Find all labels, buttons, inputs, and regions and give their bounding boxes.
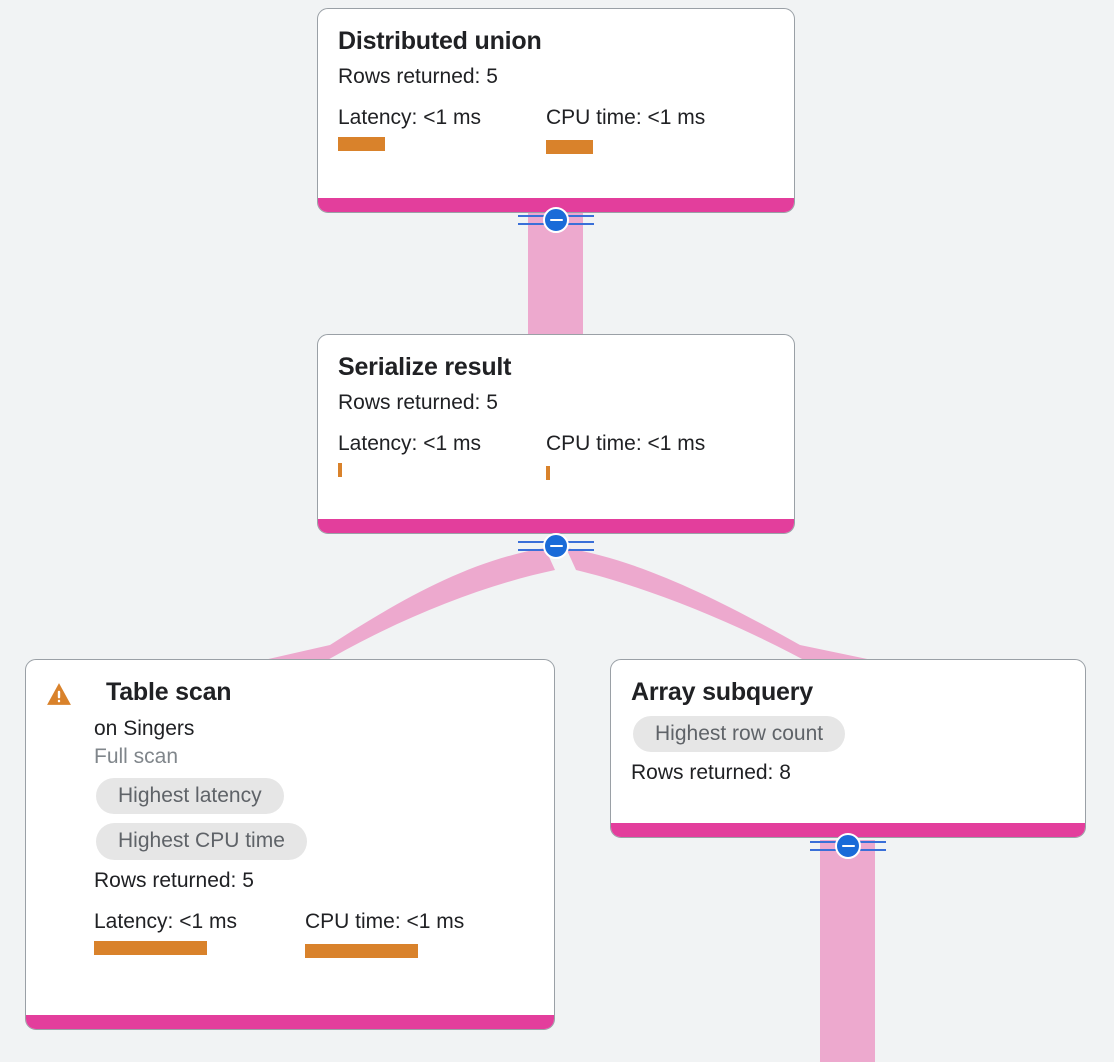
cpu-time-bar <box>546 140 593 155</box>
metrics-row: Latency: <1 ms CPU time: <1 ms <box>338 105 774 155</box>
node-header: Array subquery <box>631 678 1065 707</box>
node-table-scan[interactable]: Table scan on Singers Full scan Highest … <box>25 659 555 1030</box>
latency-label: Latency: <1 ms <box>338 105 481 129</box>
badge-highest-row-count: Highest row count <box>633 715 846 752</box>
node-header: Distributed union <box>338 27 774 56</box>
edge-arraysubquery-to-child <box>820 840 875 1062</box>
badge-highest-cpu-time: Highest CPU time <box>96 823 307 860</box>
node-header: Table scan <box>46 678 534 707</box>
minus-circle-icon <box>835 833 861 859</box>
minus-circle-icon <box>543 207 569 233</box>
rows-returned: Rows returned: 5 <box>338 64 498 88</box>
node-accent-bar <box>611 823 1085 837</box>
latency-metric: Latency: <1 ms <box>94 909 305 958</box>
badge-highest-latency: Highest latency <box>96 778 284 815</box>
cpu-time-metric: CPU time: <1 ms <box>305 909 464 958</box>
cpu-time-label: CPU time: <1 ms <box>305 909 465 933</box>
rows-returned: Rows returned: 8 <box>631 761 791 784</box>
scan-target: on Singers <box>94 716 195 740</box>
toggle-distributed-union[interactable] <box>518 205 594 235</box>
latency-label: Latency: <1 ms <box>94 909 237 933</box>
node-body: Distributed union Rows returned: 5 Laten… <box>318 9 794 198</box>
node-distributed-union[interactable]: Distributed union Rows returned: 5 Laten… <box>317 8 795 213</box>
minus-circle-icon <box>543 533 569 559</box>
latency-metric: Latency: <1 ms <box>338 431 546 480</box>
cpu-time-bar <box>305 944 418 958</box>
node-accent-bar <box>26 1015 554 1029</box>
badge-list: Highest row count <box>631 715 1065 752</box>
toggle-serialize-result[interactable] <box>518 531 594 561</box>
cpu-time-bar <box>546 466 550 481</box>
node-header: Serialize result <box>338 353 774 382</box>
scan-type: Full scan <box>94 744 179 768</box>
metrics-row: Latency: <1 ms CPU time: <1 ms <box>94 909 534 958</box>
node-body: Table scan on Singers Full scan Highest … <box>26 660 554 1015</box>
rows-returned: Rows returned: 5 <box>338 390 498 414</box>
node-title: Distributed union <box>338 27 542 55</box>
node-title: Array subquery <box>631 678 813 706</box>
metrics-row: Latency: <1 ms CPU time: <1 ms <box>338 431 774 481</box>
rows-returned: Rows returned: 5 <box>94 868 254 892</box>
cpu-time-metric: CPU time: <1 ms <box>546 431 706 481</box>
latency-bar <box>338 137 385 152</box>
node-accent-bar <box>318 198 794 212</box>
latency-bar <box>94 941 207 955</box>
node-array-subquery[interactable]: Array subquery Highest row count Rows re… <box>610 659 1086 838</box>
latency-bar <box>338 463 342 478</box>
node-accent-bar <box>318 519 794 533</box>
cpu-time-label: CPU time: <1 ms <box>546 105 706 129</box>
latency-label: Latency: <1 ms <box>338 431 481 455</box>
cpu-time-label: CPU time: <1 ms <box>546 431 706 455</box>
cpu-time-metric: CPU time: <1 ms <box>546 105 706 155</box>
node-title: Table scan <box>106 678 232 706</box>
badge-list: Highest latency Highest CPU time <box>94 778 534 860</box>
node-body: Serialize result Rows returned: 5 Latenc… <box>318 335 794 519</box>
node-title: Serialize result <box>338 353 512 381</box>
latency-metric: Latency: <1 ms <box>338 105 546 154</box>
warning-triangle-icon <box>47 683 71 705</box>
toggle-array-subquery[interactable] <box>810 831 886 861</box>
node-body: Array subquery Highest row count Rows re… <box>611 660 1085 823</box>
node-serialize-result[interactable]: Serialize result Rows returned: 5 Latenc… <box>317 334 795 534</box>
